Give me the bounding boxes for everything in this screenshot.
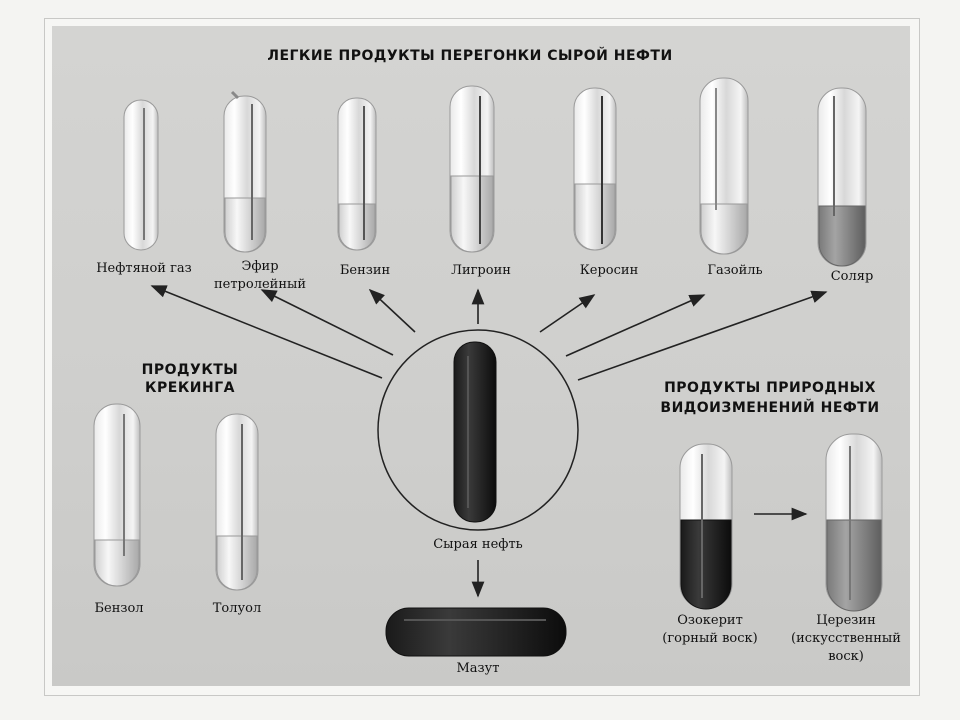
- label-cerezin-line3: воск): [784, 648, 908, 665]
- cracking-heading-line2: КРЕКИНГА: [120, 378, 260, 398]
- natural-heading-line1: ПРОДУКТЫ ПРИРОДНЫХ: [630, 378, 910, 398]
- ampoule-efir: [224, 92, 266, 252]
- main-title: ЛЕГКИЕ ПРОДУКТЫ ПЕРЕГОНКИ СЫРОЙ НЕФТИ: [230, 46, 710, 66]
- ampoule-neftyanoy-gaz: [124, 100, 158, 250]
- ampoule-kerosin: [574, 88, 616, 250]
- label-kerosin: Керосин: [564, 262, 654, 279]
- ampoule-benzol: [94, 404, 140, 586]
- ampoule-ligroin: [450, 86, 494, 252]
- label-benzin: Бензин: [320, 262, 410, 279]
- label-efir-line2: петролейный: [200, 276, 320, 293]
- ampoule-ozokerit: [680, 444, 732, 609]
- label-ozokerit-line2: (горный воск): [640, 630, 780, 647]
- ampoule-solyar: [818, 88, 866, 266]
- label-efir-line1: Эфир: [200, 258, 320, 275]
- ampoule-gazoyl: [700, 78, 748, 254]
- label-neftyanoy-gaz: Нефтяной газ: [84, 260, 204, 277]
- label-benzol: Бензол: [74, 600, 164, 617]
- label-toluol: Толуол: [192, 600, 282, 617]
- ampoule-cerezin: [826, 434, 882, 611]
- label-gazoyl: Газойль: [690, 262, 780, 279]
- label-solyar: Соляр: [812, 268, 892, 285]
- label-mazut: Мазут: [436, 660, 520, 677]
- label-cerezin-line1: Церезин: [784, 612, 908, 629]
- ampoule-mazut: [386, 608, 566, 656]
- label-ligroin: Лигроин: [436, 262, 526, 279]
- cracking-heading-line1: ПРОДУКТЫ: [120, 360, 260, 380]
- label-ozokerit-line1: Озокерит: [640, 612, 780, 629]
- label-cerezin-line2: (искусственный: [784, 630, 908, 647]
- natural-heading-line2: ВИДОИЗМЕНЕНИЙ НЕФТИ: [630, 398, 910, 418]
- ampoule-crude-oil: [454, 342, 496, 522]
- label-crude-oil: Сырая нефть: [418, 536, 538, 553]
- ampoule-benzin: [338, 98, 376, 250]
- ampoule-toluol: [216, 414, 258, 590]
